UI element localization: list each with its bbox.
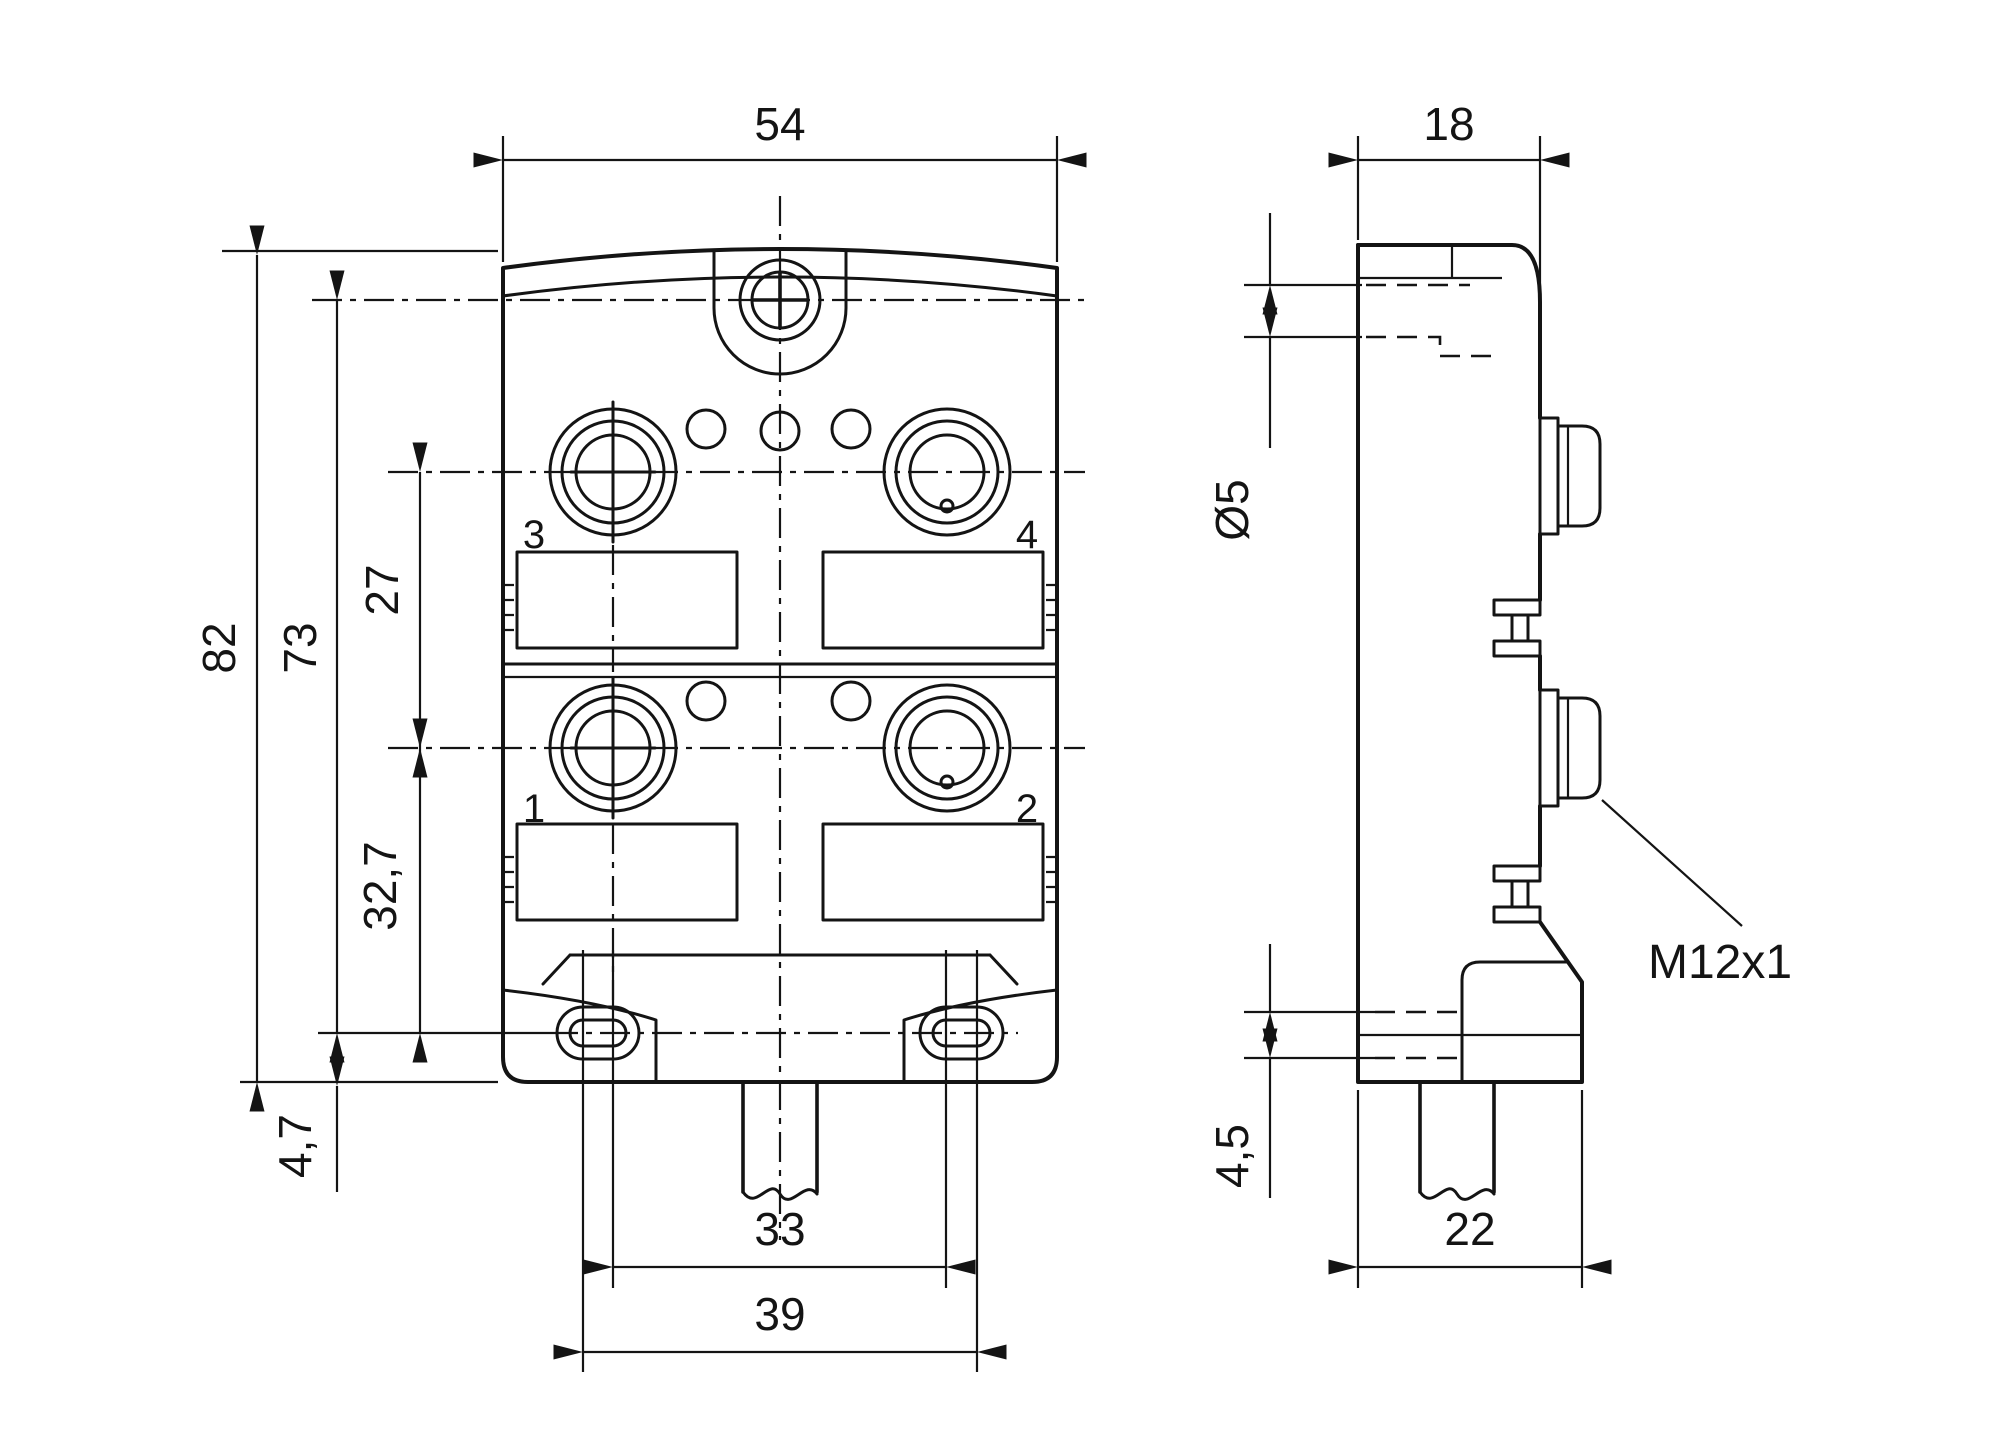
front-cable-outlet (741, 1080, 819, 1201)
marking-fields (515, 550, 1045, 922)
front-view: 3 4 1 2 (193, 98, 1087, 1372)
thread-callout: M12x1 (1601, 799, 1792, 989)
port-2-connector (882, 683, 1012, 813)
dim-slots-39: 39 (553, 1288, 1007, 1360)
dim-54-label: 54 (754, 98, 805, 150)
port-3-connector (548, 400, 678, 544)
label-clip-lower (1492, 864, 1542, 924)
dim-height-82: 82 (193, 225, 265, 1112)
side-body-outline (1356, 243, 1584, 1084)
mounting-feet (501, 953, 1059, 1084)
extension-lines-front (222, 136, 1059, 1372)
side-cable-outlet (1418, 1080, 1496, 1201)
dim-73-label: 73 (274, 622, 326, 673)
extension-lines-side (1244, 136, 1584, 1288)
dim-slots-33: 33 (583, 1203, 976, 1275)
dim-spacing-32-7: 32,7 (354, 718, 428, 1063)
leader-line (1601, 799, 1743, 927)
mounting-slot-left (555, 1005, 641, 1061)
dim-32-7-label: 32,7 (354, 841, 406, 931)
dim-18-label: 18 (1423, 98, 1474, 150)
dim-offset-4-7: 4,7 (269, 1056, 345, 1192)
port-1-connector (548, 676, 678, 820)
dim-step-4-5: 4,5 (1206, 944, 1278, 1198)
dim-33-label: 33 (754, 1203, 805, 1255)
dim-depth-22: 22 (1328, 1203, 1612, 1275)
dim-width-54: 54 (473, 98, 1087, 168)
port-4-connector (882, 407, 1012, 537)
edge-grip-ticks (503, 583, 1057, 904)
side-view: 18 Ø5 4,5 22 M12x1 (1206, 98, 1792, 1288)
dim-height-73: 73 (274, 270, 345, 1063)
side-foot (1358, 960, 1582, 1084)
port-3-label: 3 (523, 513, 545, 557)
mounting-slot-right (918, 1005, 1005, 1061)
dim-dia5-label: Ø5 (1206, 479, 1258, 540)
dim-27-label: 27 (356, 564, 408, 615)
hidden-lines (1366, 283, 1498, 1060)
led-indicators (685, 408, 872, 722)
side-connector-lower (1538, 688, 1602, 808)
dim-spacing-27: 27 (356, 442, 428, 778)
dim-4-7-label: 4,7 (269, 1114, 321, 1178)
keyway-notch-icon (939, 774, 955, 790)
dim-39-label: 39 (754, 1288, 805, 1340)
thread-m12x1-label: M12x1 (1648, 936, 1792, 989)
keyway-notch-icon (939, 498, 955, 514)
port-4-label: 4 (1016, 513, 1038, 557)
front-body-outline (501, 247, 1059, 1084)
dim-4-5-label: 4,5 (1206, 1124, 1258, 1188)
side-connector-upper (1538, 416, 1602, 536)
label-clip-upper (1492, 598, 1542, 658)
dim-22-label: 22 (1444, 1203, 1495, 1255)
dim-depth-18: 18 (1328, 98, 1570, 168)
port-2-label: 2 (1016, 787, 1038, 831)
dim-hole-dia-5: Ø5 (1206, 213, 1278, 541)
port-1-label: 1 (523, 787, 545, 831)
dim-82-label: 82 (193, 622, 245, 673)
centerlines (312, 196, 1085, 1240)
